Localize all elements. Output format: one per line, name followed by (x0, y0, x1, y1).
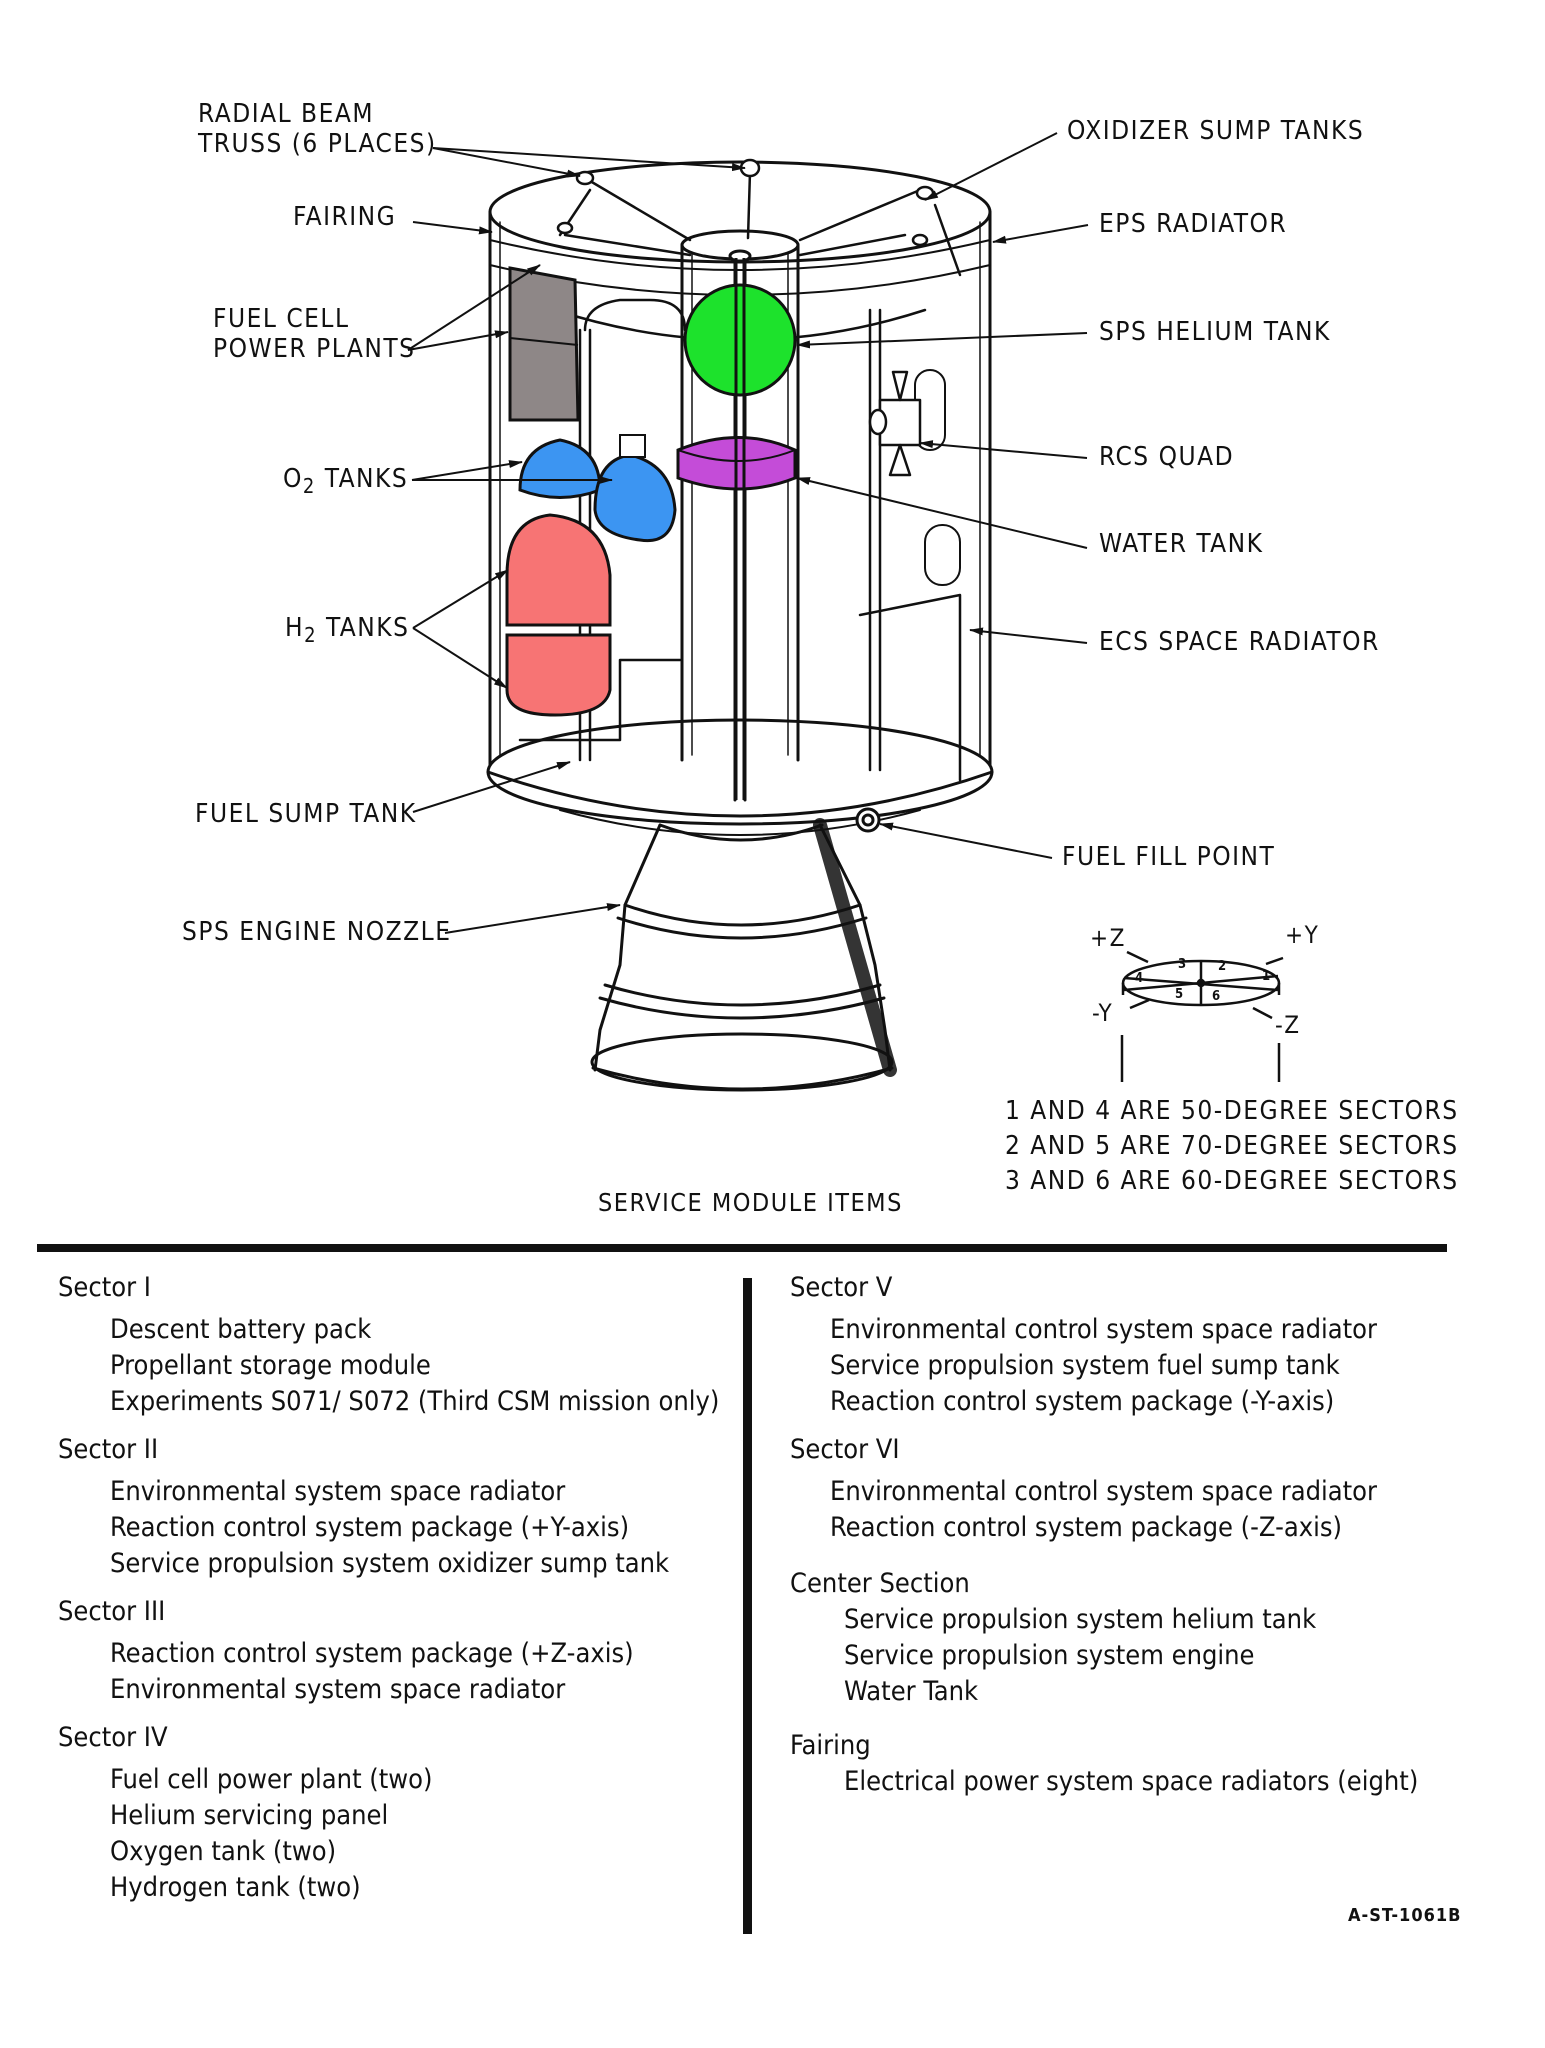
o2-tank-2 (593, 453, 677, 543)
list-item: Environmental control system space radia… (830, 1314, 1378, 1345)
list-item: Reaction control system package (+Z-axis… (110, 1638, 634, 1669)
o2-subscript: 2 (302, 474, 316, 498)
callout-fuel-sump-tank: FUEL SUMP TANK (195, 799, 417, 829)
h2-prefix: H (285, 613, 305, 643)
section-title: Fairing (790, 1730, 871, 1761)
list-item: Water Tank (844, 1676, 979, 1707)
sector-number-2: 2 (1218, 959, 1228, 974)
callout-sps-engine-nozzle: SPS ENGINE NOZZLE (182, 917, 452, 947)
list-item: Service propulsion system oxidizer sump … (110, 1548, 670, 1579)
section-fairing: Fairing Electrical power system space ra… (790, 1728, 1490, 1800)
list-item: Environmental system space radiator (110, 1674, 566, 1705)
callout-fuel-cell-line1: FUEL CELL (213, 304, 350, 334)
h2-tank-2 (505, 633, 612, 717)
callout-fuel-cell-power-plants: FUEL CELL POWER PLANTS (213, 304, 416, 365)
rcs-quad (868, 370, 922, 477)
o2-tank-1 (518, 438, 602, 499)
section-sector-4: Sector IV Fuel cell power plant (two) He… (58, 1720, 728, 1906)
engine-nozzle (590, 818, 897, 1092)
section-sector-1: Sector I Descent battery pack Propellant… (58, 1270, 728, 1420)
section-sector-2: Sector II Environmental system space rad… (58, 1432, 728, 1582)
sector-number-1: 1 (1262, 969, 1272, 984)
list-item: Propellant storage module (110, 1350, 431, 1381)
sector-note-1: 1 AND 4 ARE 50-DEGREE SECTORS (1005, 1096, 1459, 1126)
callout-eps-radiator: EPS RADIATOR (1099, 209, 1288, 239)
callout-o2-tanks: O2 TANKS (283, 464, 409, 498)
h2-suffix: TANKS (317, 613, 410, 643)
list-item: Fuel cell power plant (two) (110, 1764, 433, 1795)
axis-label-plus-z: +Z (1090, 924, 1126, 952)
sector-number-3: 3 (1178, 957, 1188, 972)
section-sector-5: Sector V Environmental control system sp… (790, 1270, 1490, 1420)
sector-number-6: 6 (1212, 989, 1222, 1004)
section-title: Center Section (790, 1568, 970, 1599)
list-item: Environmental system space radiator (110, 1476, 566, 1507)
callout-fuel-cell-line2: POWER PLANTS (213, 333, 416, 364)
section-title: Sector I (58, 1272, 151, 1303)
callout-fuel-fill-point: FUEL FILL POINT (1062, 842, 1276, 872)
section-title: Sector IV (58, 1722, 168, 1753)
figure-caption: SERVICE MODULE ITEMS (598, 1188, 903, 1217)
callout-sps-helium-tank: SPS HELIUM TANK (1099, 317, 1331, 347)
callout-radial-beam-truss-line1: RADIAL BEAM (198, 99, 375, 129)
section-title: Sector III (58, 1596, 166, 1627)
sector-number-4: 4 (1135, 971, 1145, 986)
section-title: Sector VI (790, 1434, 900, 1465)
axis-label-plus-y: +Y (1285, 921, 1320, 949)
callout-oxidizer-sump-tanks: OXIDIZER SUMP TANKS (1067, 116, 1365, 146)
service-module-diagram (407, 132, 1284, 1092)
section-title: Sector II (58, 1434, 159, 1465)
list-item: Electrical power system space radiators … (844, 1766, 1419, 1797)
callout-radial-beam-truss-line2: TRUSS (6 PLACES) (198, 128, 437, 159)
list-item: Reaction control system package (-Y-axis… (830, 1386, 1335, 1417)
sector-number-5: 5 (1175, 987, 1185, 1002)
list-item: Service propulsion system fuel sump tank (830, 1350, 1340, 1381)
right-column: Sector V Environmental control system sp… (790, 1270, 1490, 1812)
document-id: A-ST-1061B (1348, 1905, 1462, 1926)
list-item: Descent battery pack (110, 1314, 372, 1345)
callout-rcs-quad: RCS QUAD (1099, 442, 1235, 472)
o2-suffix: TANKS (315, 464, 409, 494)
axis-label-minus-z: -Z (1275, 1011, 1301, 1039)
list-item: Helium servicing panel (110, 1800, 389, 1831)
horizontal-divider (37, 1244, 1447, 1252)
sector-key-diagram (1120, 950, 1284, 1082)
callout-fairing: FAIRING (293, 202, 397, 232)
sps-helium-tank (683, 283, 797, 397)
module-cylinder (486, 160, 994, 836)
list-item: Service propulsion system helium tank (844, 1604, 1317, 1635)
callout-water-tank: WATER TANK (1099, 529, 1264, 559)
list-item: Experiments S071/ S072 (Third CSM missio… (110, 1386, 720, 1417)
list-item: Reaction control system package (+Y-axis… (110, 1512, 630, 1543)
vertical-divider (743, 1278, 752, 1934)
left-column: Sector I Descent battery pack Propellant… (58, 1270, 728, 1918)
section-sector-6: Sector VI Environmental control system s… (790, 1432, 1490, 1546)
sector-note-2: 2 AND 5 ARE 70-DEGREE SECTORS (1005, 1131, 1459, 1161)
list-item: Oxygen tank (two) (110, 1836, 337, 1867)
h2-subscript: 2 (304, 623, 318, 647)
section-sector-3: Sector III Reaction control system packa… (58, 1594, 728, 1708)
h2-tank-1 (505, 513, 612, 627)
section-center: Center Section Service propulsion system… (790, 1566, 1490, 1710)
radial-beam-trusses (556, 158, 962, 277)
list-item: Environmental control system space radia… (830, 1476, 1378, 1507)
axis-label-minus-y: -Y (1092, 999, 1114, 1027)
list-item: Service propulsion system engine (844, 1640, 1255, 1671)
section-title: Sector V (790, 1272, 893, 1303)
callout-h2-tanks: H2 TANKS (285, 613, 410, 647)
fuel-cell-power-plants (508, 266, 580, 422)
list-item: Hydrogen tank (two) (110, 1872, 361, 1903)
callout-radial-beam-truss: RADIAL BEAM TRUSS (6 PLACES) (198, 99, 437, 160)
o2-prefix: O (283, 464, 303, 494)
list-item: Reaction control system package (-Z-axis… (830, 1512, 1342, 1543)
sector-note-3: 3 AND 6 ARE 60-DEGREE SECTORS (1005, 1166, 1459, 1196)
callout-ecs-space-radiator: ECS SPACE RADIATOR (1099, 627, 1380, 657)
